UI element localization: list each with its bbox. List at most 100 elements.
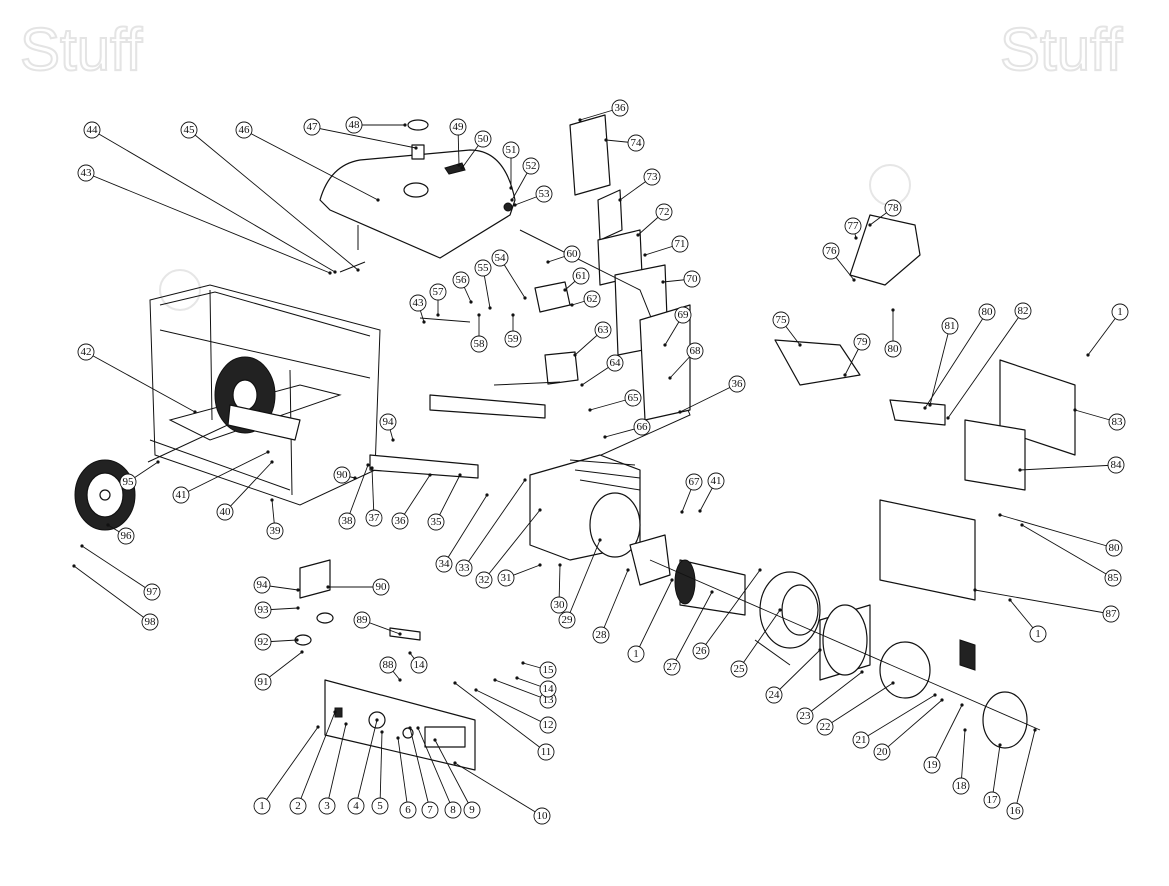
part-callout[interactable]: 2 <box>289 797 307 815</box>
part-callout[interactable]: 52 <box>522 157 540 175</box>
part-callout[interactable]: 1 <box>253 797 271 815</box>
part-callout[interactable]: 14 <box>539 680 557 698</box>
part-callout[interactable]: 82 <box>1014 302 1032 320</box>
part-callout[interactable]: 39 <box>266 522 284 540</box>
part-callout[interactable]: 47 <box>303 118 321 136</box>
part-callout[interactable]: 48 <box>345 116 363 134</box>
part-callout[interactable]: 16 <box>1006 802 1024 820</box>
part-callout[interactable]: 25 <box>730 660 748 678</box>
part-callout[interactable]: 90 <box>333 466 351 484</box>
part-callout[interactable]: 12 <box>539 716 557 734</box>
part-callout[interactable]: 94 <box>379 413 397 431</box>
part-callout[interactable]: 42 <box>77 343 95 361</box>
part-callout[interactable]: 98 <box>141 613 159 631</box>
part-callout[interactable]: 68 <box>686 342 704 360</box>
part-callout[interactable]: 34 <box>435 555 453 573</box>
part-callout[interactable]: 61 <box>572 267 590 285</box>
part-callout[interactable]: 94 <box>253 576 271 594</box>
part-callout[interactable]: 74 <box>627 134 645 152</box>
part-callout[interactable]: 30 <box>550 596 568 614</box>
part-callout[interactable]: 89 <box>353 611 371 629</box>
part-callout[interactable]: 63 <box>594 321 612 339</box>
part-callout[interactable]: 35 <box>427 513 445 531</box>
part-callout[interactable]: 17 <box>983 791 1001 809</box>
part-callout[interactable]: 67 <box>685 473 703 491</box>
part-callout[interactable]: 36 <box>391 512 409 530</box>
part-callout[interactable]: 5 <box>371 797 389 815</box>
part-callout[interactable]: 1 <box>1111 303 1129 321</box>
part-callout[interactable]: 7 <box>421 801 439 819</box>
part-callout[interactable]: 57 <box>429 283 447 301</box>
part-callout[interactable]: 44 <box>83 121 101 139</box>
part-callout[interactable]: 80 <box>978 303 996 321</box>
part-callout[interactable]: 21 <box>852 731 870 749</box>
part-callout[interactable]: 51 <box>502 141 520 159</box>
part-callout[interactable]: 46 <box>235 121 253 139</box>
part-callout[interactable]: 76 <box>822 242 840 260</box>
part-callout[interactable]: 49 <box>449 118 467 136</box>
part-callout[interactable]: 80 <box>1105 539 1123 557</box>
part-callout[interactable]: 41 <box>707 472 725 490</box>
part-callout[interactable]: 55 <box>474 259 492 277</box>
part-callout[interactable]: 60 <box>563 245 581 263</box>
part-callout[interactable]: 70 <box>683 270 701 288</box>
part-callout[interactable]: 11 <box>537 743 555 761</box>
part-callout[interactable]: 23 <box>796 707 814 725</box>
part-callout[interactable]: 38 <box>338 512 356 530</box>
part-callout[interactable]: 73 <box>643 168 661 186</box>
part-callout[interactable]: 81 <box>941 317 959 335</box>
part-callout[interactable]: 79 <box>853 333 871 351</box>
part-callout[interactable]: 43 <box>409 294 427 312</box>
part-callout[interactable]: 14 <box>410 656 428 674</box>
part-callout[interactable]: 53 <box>535 185 553 203</box>
part-callout[interactable]: 10 <box>533 807 551 825</box>
part-callout[interactable]: 75 <box>772 311 790 329</box>
part-callout[interactable]: 95 <box>119 473 137 491</box>
part-callout[interactable]: 18 <box>952 777 970 795</box>
part-callout[interactable]: 96 <box>117 527 135 545</box>
part-callout[interactable]: 33 <box>455 559 473 577</box>
part-callout[interactable]: 84 <box>1107 456 1125 474</box>
part-callout[interactable]: 91 <box>254 673 272 691</box>
part-callout[interactable]: 26 <box>692 642 710 660</box>
part-callout[interactable]: 78 <box>884 199 902 217</box>
part-callout[interactable]: 28 <box>592 626 610 644</box>
part-callout[interactable]: 6 <box>399 801 417 819</box>
part-callout[interactable]: 59 <box>504 330 522 348</box>
part-callout[interactable]: 71 <box>671 235 689 253</box>
part-callout[interactable]: 27 <box>663 658 681 676</box>
part-callout[interactable]: 56 <box>452 271 470 289</box>
part-callout[interactable]: 93 <box>254 601 272 619</box>
part-callout[interactable]: 29 <box>558 611 576 629</box>
part-callout[interactable]: 20 <box>873 743 891 761</box>
part-callout[interactable]: 92 <box>254 633 272 651</box>
part-callout[interactable]: 4 <box>347 797 365 815</box>
part-callout[interactable]: 37 <box>365 509 383 527</box>
part-callout[interactable]: 36 <box>611 99 629 117</box>
part-callout[interactable]: 65 <box>624 389 642 407</box>
part-callout[interactable]: 50 <box>474 130 492 148</box>
part-callout[interactable]: 64 <box>606 354 624 372</box>
part-callout[interactable]: 83 <box>1108 413 1126 431</box>
part-callout[interactable]: 45 <box>180 121 198 139</box>
part-callout[interactable]: 62 <box>583 290 601 308</box>
part-callout[interactable]: 43 <box>77 164 95 182</box>
part-callout[interactable]: 15 <box>539 661 557 679</box>
part-callout[interactable]: 22 <box>816 718 834 736</box>
part-callout[interactable]: 85 <box>1104 569 1122 587</box>
part-callout[interactable]: 77 <box>844 217 862 235</box>
part-callout[interactable]: 8 <box>444 801 462 819</box>
part-callout[interactable]: 1 <box>1029 625 1047 643</box>
part-callout[interactable]: 19 <box>923 756 941 774</box>
part-callout[interactable]: 24 <box>765 686 783 704</box>
part-callout[interactable]: 66 <box>633 418 651 436</box>
part-callout[interactable]: 1 <box>627 645 645 663</box>
part-callout[interactable]: 88 <box>379 656 397 674</box>
part-callout[interactable]: 54 <box>491 249 509 267</box>
part-callout[interactable]: 32 <box>475 571 493 589</box>
part-callout[interactable]: 40 <box>216 503 234 521</box>
part-callout[interactable]: 36 <box>728 375 746 393</box>
part-callout[interactable]: 3 <box>318 797 336 815</box>
part-callout[interactable]: 72 <box>655 203 673 221</box>
part-callout[interactable]: 9 <box>463 801 481 819</box>
